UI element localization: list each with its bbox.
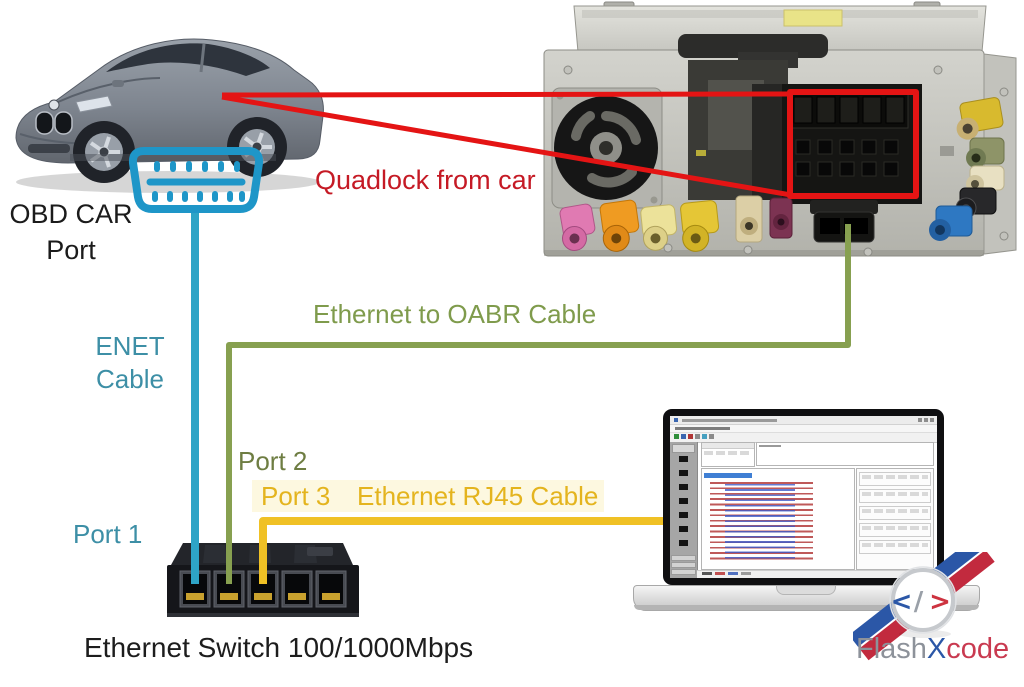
app-top-right-pane — [756, 442, 934, 466]
quadlock-label: Quadlock from car — [315, 165, 536, 195]
laptop-screen — [663, 409, 944, 585]
sidebar-bottom-button — [671, 562, 696, 568]
rj45-port-4 — [281, 570, 313, 608]
oabr-cable-label: Ethernet to OABR Cable — [313, 299, 597, 329]
enet-cable-label-line2: Cable — [96, 364, 164, 394]
obd-port-label-line2: Port — [46, 235, 96, 265]
chassis-screws — [563, 65, 1009, 257]
port1-label: Port 1 — [73, 519, 143, 549]
app-icon — [674, 418, 678, 422]
oabr-cable — [226, 224, 851, 584]
cooling-fan — [551, 87, 663, 209]
car-glass — [106, 43, 270, 76]
small-clip — [940, 146, 954, 156]
flashxcode-wordmark: FlashXcode — [856, 633, 1009, 666]
fakra-right-olive — [966, 137, 1005, 168]
tree-rows-blue — [724, 484, 795, 559]
kidney-grille-right — [54, 111, 73, 135]
switch-brand-mark — [307, 547, 333, 556]
chassis-bottom-edge — [544, 250, 984, 256]
wordmark-flash: Flash — [856, 633, 927, 665]
pane-buttons — [704, 451, 752, 455]
quadlock-connector — [752, 84, 922, 204]
sidebar-buttons — [679, 456, 688, 552]
kidney-grille-left — [35, 111, 54, 135]
rj45-cable — [259, 517, 672, 584]
fakra-connector-pale-yellow — [640, 204, 678, 251]
fakra-right-yellow — [956, 97, 1004, 140]
coding-software-window — [670, 416, 937, 578]
rj45-port-5 — [315, 570, 347, 608]
pane-header — [702, 443, 754, 449]
fakra-connector-yellow — [680, 200, 720, 252]
switch-bottom-edge — [167, 613, 359, 617]
logo-circle — [891, 568, 955, 632]
connector-purple — [769, 197, 793, 239]
selected-tree-row — [704, 473, 752, 478]
yellow-label — [783, 9, 843, 27]
sidebar-header — [672, 444, 695, 453]
form-group — [859, 506, 931, 520]
rj45-label-highlight — [252, 480, 604, 512]
lid-seam — [582, 10, 978, 18]
car-mirror — [112, 80, 124, 87]
head-unit-photo — [543, 1, 1017, 257]
obd-pins — [152, 161, 245, 202]
app-properties-pane — [856, 468, 934, 570]
car-illustration — [15, 38, 324, 193]
switch-label: Ethernet Switch 100/1000Mbps — [84, 632, 474, 663]
logo-outer-ring — [889, 566, 957, 634]
quadlock-callout-line-top — [221, 91, 792, 98]
pane-label — [759, 445, 781, 447]
obd-connector-icon — [128, 147, 264, 213]
connector-beige — [735, 195, 763, 243]
fakra-connector-pink — [559, 203, 596, 251]
wordmark-x: X — [926, 633, 947, 665]
form-group — [859, 472, 931, 486]
enet-cable-label-line1: ENET — [95, 331, 165, 361]
car-side-skirt — [70, 154, 276, 161]
code-brackets-icon: < / > — [891, 587, 951, 617]
app-top-left-pane — [701, 442, 755, 467]
port3-label: Port 3 — [261, 481, 331, 511]
quadlock-callout-line-bottom — [221, 94, 792, 198]
app-titlebar — [670, 416, 937, 425]
app-statusbar — [697, 570, 937, 578]
quadlock-highlight-box — [787, 89, 919, 199]
app-menubar — [670, 425, 937, 433]
fakra-right-blue — [929, 205, 973, 241]
app-sidebar — [670, 442, 698, 578]
bmw-roundel — [48, 99, 60, 111]
car-b-pillar — [199, 43, 206, 73]
app-tree-pane — [701, 468, 855, 570]
form-group — [859, 540, 931, 554]
menu-items — [675, 427, 730, 430]
obd-port-label-line1: OBD CAR — [9, 199, 133, 229]
app-title-text — [682, 419, 777, 422]
laptop-base-edge — [634, 605, 979, 610]
sidebar-bottom-button — [671, 569, 696, 575]
sidebar-bottom-button — [671, 555, 696, 561]
form-group — [859, 489, 931, 503]
rj45-cable-label: Ethernet RJ45 Cable — [357, 481, 599, 511]
port2-label: Port 2 — [238, 446, 308, 476]
car-air-intake — [28, 144, 70, 153]
form-group — [859, 523, 931, 537]
window-controls — [918, 418, 934, 422]
flashxcode-logo: < / > — [853, 552, 995, 661]
oabr-connector — [810, 200, 878, 243]
car-headlight — [75, 95, 113, 113]
laptop-lid-notch — [776, 586, 836, 595]
fakra-connector-orange — [599, 199, 640, 252]
wordmark-code: code — [946, 633, 1010, 665]
logo-shadow — [899, 630, 951, 638]
